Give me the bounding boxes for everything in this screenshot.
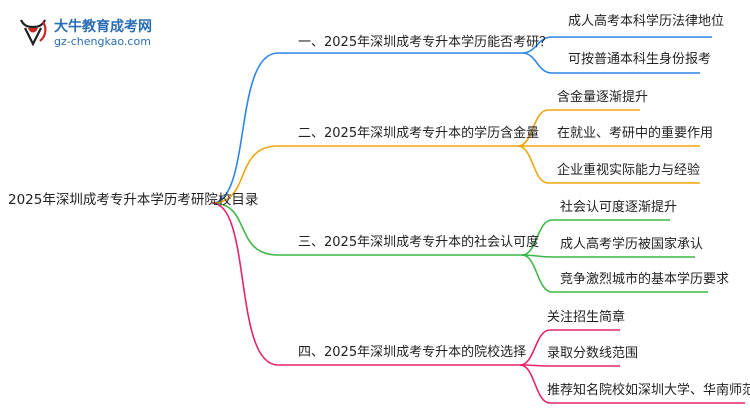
branch-4-child-3: 推荐知名院校如深圳大学、华南师范大学 xyxy=(547,383,750,398)
branch-3-child-2-connector xyxy=(521,254,695,258)
branch-3-child-1-connector xyxy=(521,219,670,256)
branch-3-child-2: 成人高考学历被国家承认 xyxy=(560,237,704,252)
branch-2-child-3: 企业重视实际能力与经验 xyxy=(557,163,701,178)
branch-2-child-1-connector xyxy=(517,109,640,147)
logo-url: gz-chengkao.com xyxy=(54,35,151,48)
branch-1-child-1: 成人高考本科学历法律地位 xyxy=(568,14,725,29)
branch-1-connector xyxy=(211,52,279,204)
branch-4-label: 四、2025年深圳成考专升本的院校选择 xyxy=(298,345,527,360)
branch-1-child-2-connector xyxy=(521,52,700,74)
branch-3-connector xyxy=(211,202,279,256)
branch-4-connector xyxy=(211,202,279,366)
branch-1-child-1-connector xyxy=(521,36,712,54)
branch-2-child-1: 含金量逐渐提升 xyxy=(557,90,649,105)
branch-3-child-3: 竞争激烈城市的基本学历要求 xyxy=(560,272,730,287)
bull-head-logo-icon xyxy=(20,19,47,47)
branch-4-child-2-connector xyxy=(519,364,620,367)
branch-2-label: 二、2025年深圳成考专升本的学历含金量 xyxy=(298,126,540,141)
site-logo: 大牛教育成考网 gz-chengkao.com xyxy=(16,12,166,56)
branch-3-label: 三、2025年深圳成考专升本的社会认可度 xyxy=(298,235,540,250)
root-topic: 2025年深圳成考专升本学历考研院校目录 xyxy=(8,192,259,208)
branch-4-child-3-connector xyxy=(519,364,745,404)
branch-2-child-3-connector xyxy=(517,145,700,184)
branch-2-connector xyxy=(211,145,279,204)
logo-title: 大牛教育成考网 xyxy=(54,19,152,35)
branch-1-child-2: 可按普通本科生身份报考 xyxy=(568,52,712,67)
branch-4-child-1-connector xyxy=(519,329,620,366)
branch-4-child-2: 录取分数线范围 xyxy=(547,346,639,361)
branch-2-child-2: 在就业、考研中的重要作用 xyxy=(557,126,714,141)
branch-4-child-1: 关注招生简章 xyxy=(547,310,626,325)
branch-1-label: 一、2025年深圳成考专升本学历能否考研？ xyxy=(298,35,553,50)
branch-3-child-1: 社会认可度逐渐提升 xyxy=(560,200,678,215)
branch-3-child-3-connector xyxy=(521,254,708,293)
